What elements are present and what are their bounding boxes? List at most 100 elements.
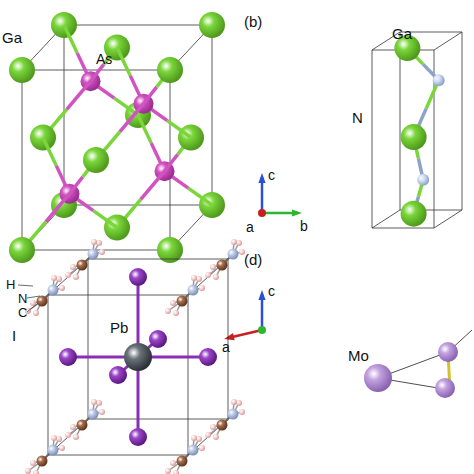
atom-label: Ga [2, 30, 22, 45]
atom-label: (d) [244, 252, 262, 267]
h-atom [231, 399, 237, 405]
ga-atom [83, 147, 109, 173]
i-atom [109, 366, 127, 384]
methylammonium [65, 239, 105, 280]
h-atom [213, 274, 219, 280]
h-atom [236, 240, 242, 246]
h-atom [205, 432, 211, 438]
h-atom [196, 436, 202, 442]
h-atom [73, 274, 79, 280]
h-atom [165, 308, 171, 314]
perovskite-cell [18, 239, 245, 474]
n-atom [48, 285, 59, 296]
c-atom [37, 296, 48, 307]
pb-atom [124, 343, 152, 371]
bond [70, 177, 83, 194]
h-atom [196, 276, 202, 282]
h-atom [33, 470, 39, 474]
unit-cell-edge [48, 295, 49, 455]
atom-label: Mo [348, 348, 369, 363]
h-atom [73, 434, 79, 440]
c-atom [177, 456, 188, 467]
bond [67, 81, 91, 109]
unit-cell-edge [22, 70, 170, 71]
atom-label: Ga [392, 26, 412, 41]
n-atom [433, 74, 445, 86]
n-atom [417, 174, 429, 186]
mos2-fragment [364, 330, 472, 398]
h-atom [205, 272, 211, 278]
bond [165, 154, 178, 171]
h-atom [65, 432, 71, 438]
bond [120, 104, 144, 132]
n-atom [88, 409, 99, 420]
axis-b-dot [258, 326, 266, 334]
methylammonium [65, 399, 105, 440]
atom-label: c [268, 284, 275, 298]
axis-head [292, 209, 302, 216]
atom-label: As [96, 52, 112, 66]
c-atom [37, 456, 48, 467]
n-atom [188, 445, 199, 456]
unit-cell-edge [188, 295, 189, 455]
h-atom [96, 400, 102, 406]
unit-cell-edge [434, 32, 462, 50]
h-atom [25, 468, 31, 474]
h-atom [51, 275, 57, 281]
atom-label: N [18, 292, 27, 305]
n-atom [188, 285, 199, 296]
atom-label: a [222, 340, 230, 354]
c-atom [77, 260, 88, 271]
bond [188, 188, 212, 205]
i-atom [149, 330, 167, 348]
h-atom [191, 275, 197, 281]
h-atom [51, 435, 57, 441]
leader-line [27, 303, 38, 312]
bond [46, 194, 70, 222]
ga-atom [9, 237, 35, 263]
unit-cell-edge [170, 70, 171, 250]
h-atom [59, 445, 65, 451]
unit-cell-edge [88, 259, 228, 260]
unit-cell-edge [88, 259, 89, 419]
c-atom [77, 420, 88, 431]
c-atom [217, 260, 228, 271]
h-atom [236, 400, 242, 406]
i-atom [129, 268, 147, 286]
s-atom [438, 342, 458, 362]
unit-cell-edge [22, 70, 23, 250]
c-atom [217, 420, 228, 431]
h-atom [91, 239, 97, 245]
s-atom [435, 378, 455, 398]
unit-cell-edge [188, 259, 228, 295]
h-atom [65, 272, 71, 278]
atom-label: c [268, 168, 275, 182]
i-atom [129, 428, 147, 446]
h-atom [91, 399, 97, 405]
unit-cell-edge [462, 32, 463, 210]
atom-label: H [6, 278, 15, 291]
h-atom [173, 310, 179, 316]
h-atom [199, 285, 205, 291]
mo-atom [364, 364, 392, 392]
zincblende-cell [9, 12, 225, 263]
unit-cell-edge [228, 259, 229, 419]
bond [141, 171, 165, 199]
atom-label: a [246, 220, 254, 234]
unit-cell-edge [188, 419, 228, 455]
i-atom [199, 348, 217, 366]
methylammonium [165, 435, 205, 474]
ga-atom [401, 124, 427, 150]
h-atom [173, 470, 179, 474]
atom-label: I [12, 328, 16, 343]
methylammonium [205, 399, 245, 440]
unit-cell-edge [48, 259, 88, 295]
c-atom [177, 296, 188, 307]
atom-label: Pb [110, 320, 128, 335]
unit-cell-edge [372, 210, 400, 228]
ga-atom [157, 57, 183, 83]
h-atom [231, 239, 237, 245]
h-atom [99, 249, 105, 255]
h-atom [213, 434, 219, 440]
